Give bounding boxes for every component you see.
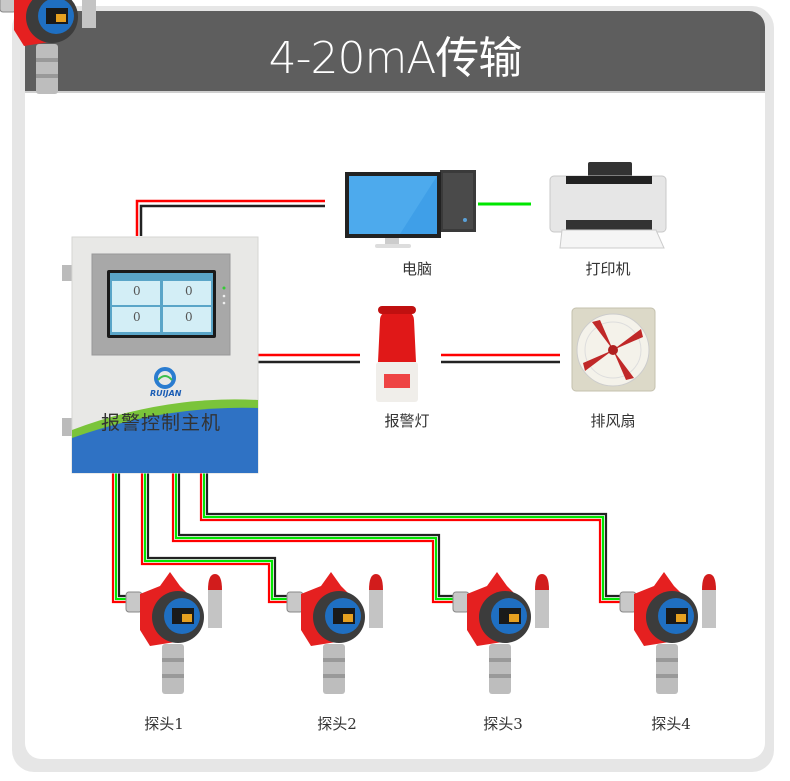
alarm-light-label: 报警灯 <box>384 412 430 430</box>
hinge-top <box>62 265 72 281</box>
probe-2-icon <box>286 571 384 695</box>
probe-1-label: 探头1 <box>144 715 184 733</box>
alarm-light-icon <box>376 306 418 402</box>
wire-probe-1 <box>111 472 126 604</box>
exhaust-fan-label: 排风扇 <box>590 412 636 430</box>
wire-alarm-fan <box>441 353 560 364</box>
controller-label: 报警控制主机 <box>101 412 222 434</box>
exhaust-fan-icon <box>571 307 656 392</box>
probe-3-label: 探头3 <box>483 715 523 733</box>
wire-probe-4 <box>199 472 620 604</box>
hinge-bottom <box>62 418 72 436</box>
wire-probe-2 <box>140 472 287 604</box>
probe-2-label: 探头2 <box>317 715 357 733</box>
screen-value-3: 0 <box>133 310 141 324</box>
probe-4-icon <box>619 571 717 695</box>
probe-1-icon <box>125 571 223 695</box>
printer-label: 打印机 <box>585 260 631 278</box>
brand-name: RUIJAN <box>150 389 182 398</box>
wire-controller-alarm <box>258 353 360 364</box>
wire-controller-computer <box>135 199 325 236</box>
page-title: 4-20mA传输 <box>268 33 523 84</box>
header-bar: 4-20mA传输 <box>25 11 765 93</box>
printer-icon <box>549 162 667 249</box>
screen-value-2: 0 <box>185 284 193 298</box>
brand-logo-icon <box>154 367 176 389</box>
screen-value-4: 0 <box>185 310 193 324</box>
probe-4-label: 探头4 <box>651 715 691 733</box>
computer-label: 电脑 <box>401 260 432 278</box>
alarm-controller <box>62 236 259 474</box>
wire-probe-3 <box>171 472 453 604</box>
computer-icon <box>345 170 476 248</box>
probe-3-icon <box>452 571 550 695</box>
screen-value-1: 0 <box>133 284 141 298</box>
